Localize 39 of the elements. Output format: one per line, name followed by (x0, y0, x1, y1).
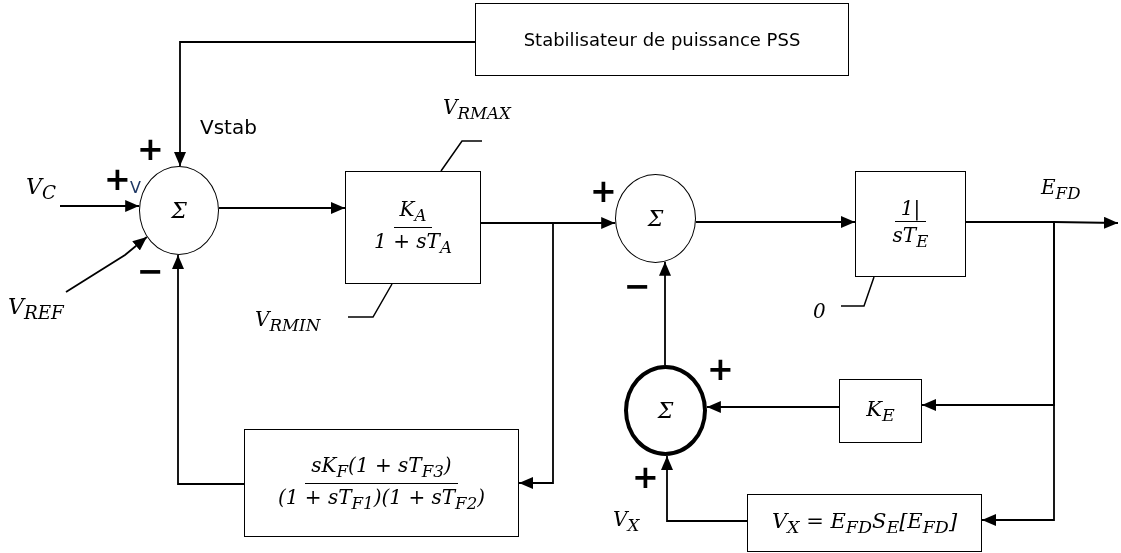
gain-block (747, 494, 982, 552)
plus-sign: + (632, 461, 659, 493)
arrow (694, 216, 856, 228)
arrow (706, 401, 840, 413)
block-title: Stabilisateur de puissance PSS (523, 29, 801, 50)
formula: V$_{X}$ = E$_{FD}$S$_{E}$[E$_{FD}$] (771, 508, 958, 538)
sigma-symbol: Σ (657, 398, 674, 423)
plus-sign: + (590, 175, 617, 207)
denominator: (1 + sT$_{F1}$)(1 + sT$_{F2}$) (276, 483, 487, 515)
arrow (59, 200, 141, 212)
numerator: sK$_{F}$(1 + sT$_{F3}$) (305, 451, 458, 484)
gain-block (839, 379, 922, 443)
sigma-symbol: Σ (647, 206, 664, 231)
plus-sign: + (137, 133, 164, 165)
numerator: 1| (894, 195, 927, 223)
minus-sign: − (624, 270, 651, 302)
transfer-function-block (244, 429, 519, 537)
signal-letter: V (130, 180, 141, 196)
arrow (172, 254, 245, 485)
limit-label: V$_{RMAX}$ (443, 97, 511, 123)
signal-label: V$_{REF}$ (8, 292, 66, 322)
arrow (659, 260, 671, 366)
stabilizer-block (475, 3, 849, 76)
arrow (218, 202, 346, 214)
plus-sign: + (104, 163, 131, 195)
signal-label: V$_{C}$ (26, 172, 60, 208)
formula: K$_{E}$ (866, 396, 895, 426)
sigma-symbol: Σ (171, 198, 187, 223)
limit-label: V$_{RMIN}$ (255, 307, 321, 336)
denominator: sT$_{E}$ (891, 222, 930, 253)
limit-label: 0 (813, 299, 826, 323)
numerator: K$_{A}$ (393, 196, 433, 228)
denominator: 1 + sT$_{A}$ (373, 228, 453, 259)
arrow (174, 41, 476, 167)
arrow (65, 236, 148, 293)
arrow (661, 455, 748, 522)
minus-sign: − (137, 255, 164, 287)
plus-sign: + (707, 353, 734, 385)
arrow (480, 222, 554, 489)
